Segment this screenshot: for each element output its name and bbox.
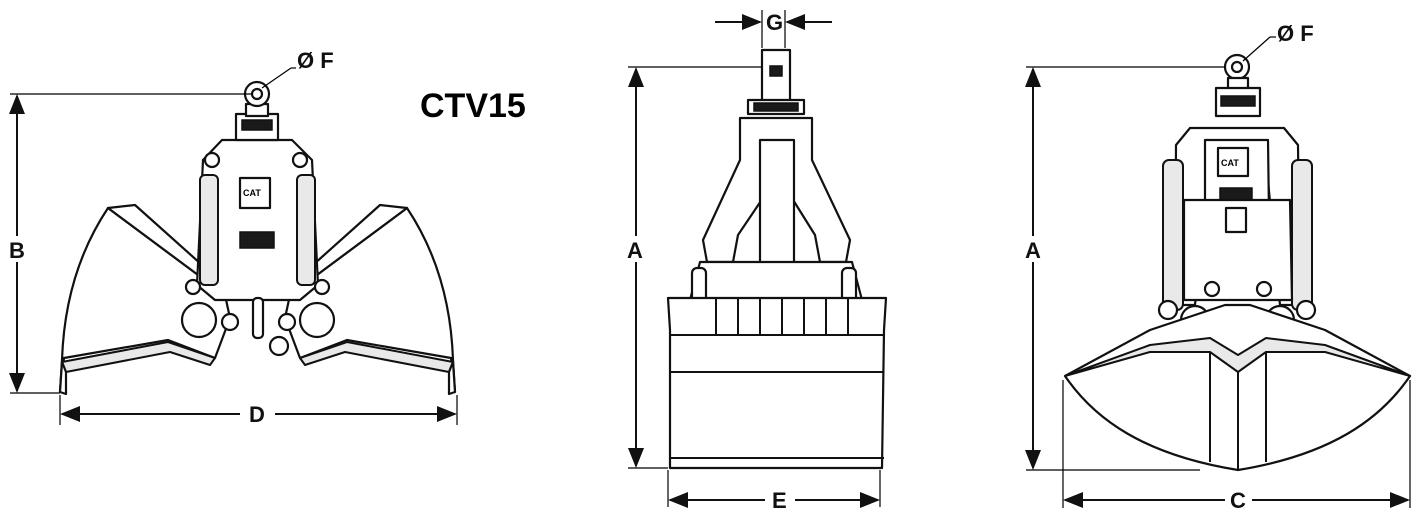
open-grab-view: CAT Ø F B D: [9, 48, 458, 427]
dim-a-label-center: A: [627, 238, 643, 263]
dim-e-label: E: [772, 488, 787, 510]
model-label: CTV15: [420, 87, 526, 125]
dim-c-label: C: [1230, 488, 1246, 510]
side-bucket: [666, 296, 888, 470]
svg-text:CAT: CAT: [243, 188, 261, 198]
dim-d-label: D: [249, 402, 265, 427]
dim-a-label-right: A: [1025, 238, 1041, 263]
svg-text:CAT: CAT: [1221, 158, 1239, 168]
right-shell: [283, 206, 457, 394]
dim-f-label-right: Ø F: [1277, 21, 1314, 46]
dim-b-label: B: [9, 238, 25, 263]
dim-f-label-left: Ø F: [297, 48, 334, 73]
closed-grab-view: CAT Ø F A C: [1025, 21, 1412, 510]
left-shell: [58, 206, 232, 394]
dim-g-label: G: [766, 10, 783, 35]
side-view: G A E: [627, 10, 888, 510]
